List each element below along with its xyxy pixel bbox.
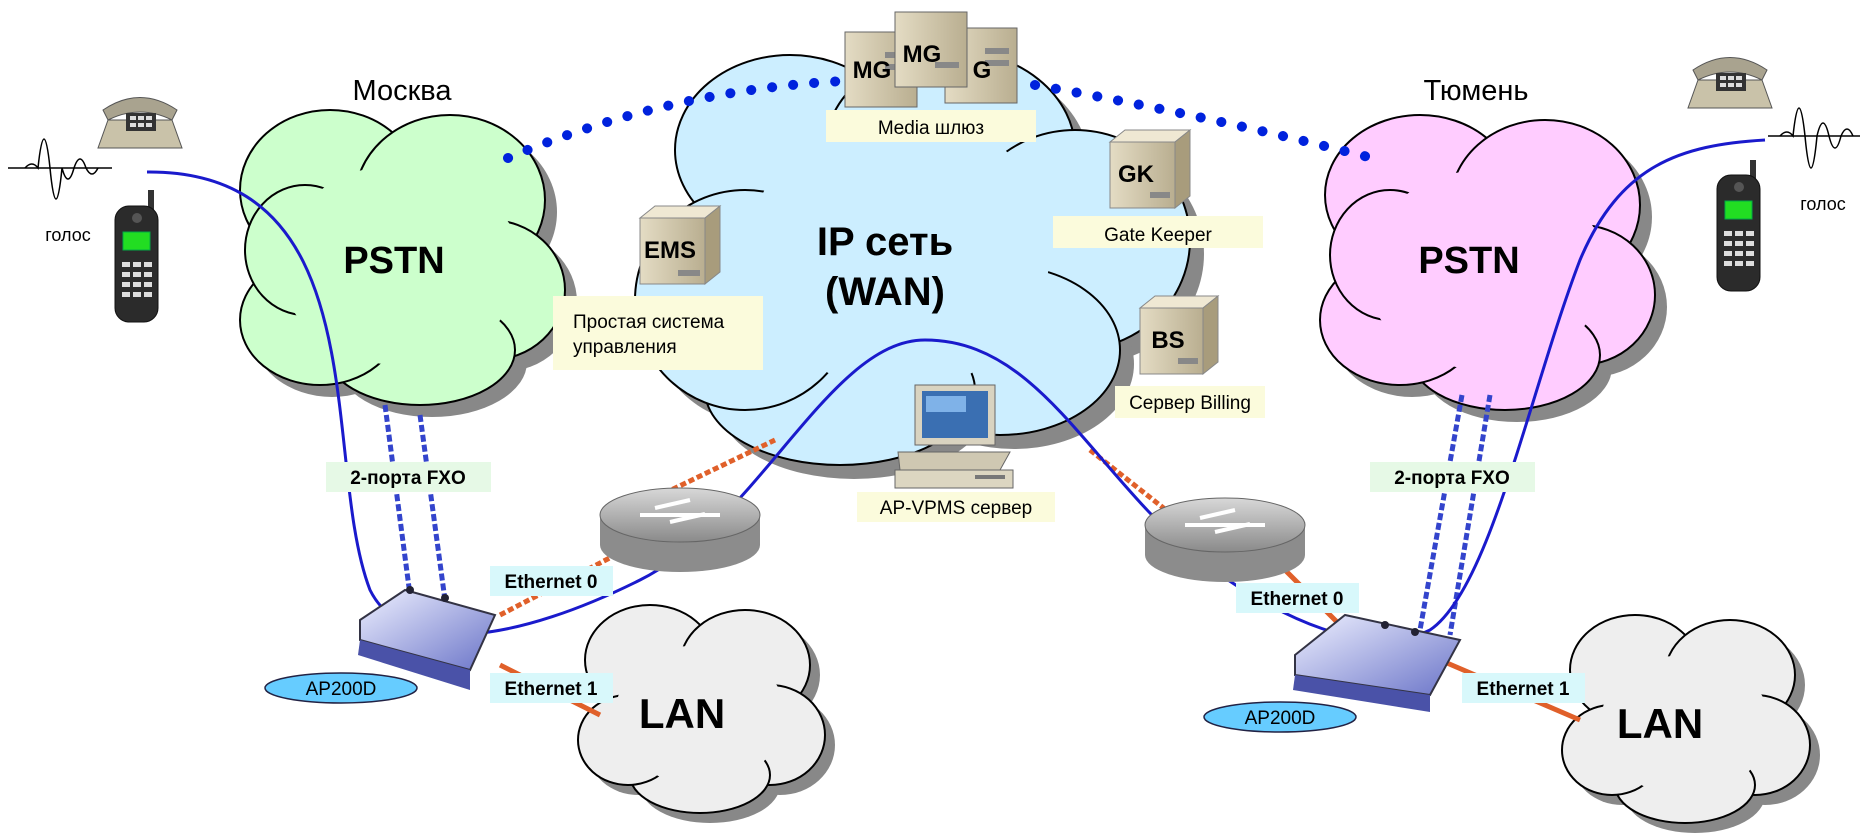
ethernet0-left-label: Ethernet 0: [505, 572, 598, 593]
router-right: [1144, 497, 1306, 582]
fxo-trunks-right: [1417, 394, 1493, 636]
mg-front-label: MG: [853, 57, 892, 84]
ethernet0-right-label: Ethernet 0: [1251, 589, 1344, 610]
desk-phone-left: [97, 97, 183, 149]
signalling-dotted-right: [1030, 80, 1377, 163]
pstn-left-label: PSTN: [343, 240, 444, 282]
link-ap-left-router-left: [498, 547, 627, 618]
mg-back-label: MG: [903, 41, 942, 68]
mobile-phone-right: [1716, 160, 1761, 292]
ems-server: EMS: [638, 204, 722, 286]
ems-label: EMS: [644, 237, 696, 264]
city-label-tyumen: Тюмень: [1423, 75, 1528, 107]
mobile-phone-left: [114, 190, 159, 323]
link-router-left-wan: [638, 437, 777, 508]
ethernet1-right-label: Ethernet 1: [1477, 679, 1570, 700]
pstn-cloud-left: [239, 109, 577, 417]
router-left: [599, 487, 761, 572]
ap200d-right-label: AP200D: [1245, 708, 1316, 729]
voice-right-label: голос: [1800, 194, 1846, 214]
pstn-cloud-right: [1319, 114, 1667, 422]
voice-waveform-right: [1768, 107, 1860, 169]
lan-cloud-right: [1561, 614, 1820, 833]
media-gateway-servers: MG MG G: [844, 11, 1018, 108]
mg-rear-label: G: [973, 57, 992, 84]
fxo-left-label: 2-порта FXO: [350, 468, 466, 489]
label-backgrounds: [264, 110, 1585, 733]
gatekeeper-label: Gate Keeper: [1104, 225, 1212, 246]
ap200d-left-label: AP200D: [306, 679, 377, 700]
gk-server: GK: [1108, 128, 1192, 210]
bs-server: BS: [1138, 294, 1220, 376]
ems-description-line2: управления: [573, 337, 677, 358]
ap200d-device-right[interactable]: [1293, 613, 1462, 712]
city-label-moscow: Москва: [352, 75, 452, 107]
ip-network-label-line1: IP сеть: [817, 220, 953, 264]
desk-phone-right: [1687, 57, 1773, 109]
lan-left-label: LAN: [639, 690, 725, 737]
signalling-dotted-left: [503, 75, 875, 163]
ethernet1-left-label: Ethernet 1: [505, 679, 598, 700]
fxo-right-label: 2-порта FXO: [1394, 468, 1510, 489]
pstn-right-label: PSTN: [1418, 240, 1519, 282]
gk-label: GK: [1118, 161, 1155, 188]
media-gateway-label: Media шлюз: [878, 118, 984, 139]
bs-label: BS: [1151, 327, 1184, 354]
fxo-trunks-left: [382, 404, 448, 601]
ap200d-device-left[interactable]: [358, 586, 497, 690]
ip-network-label-line2: (WAN): [825, 270, 945, 314]
voice-path: [146, 138, 1766, 642]
vpms-server-label: AP-VPMS сервер: [880, 498, 1032, 519]
voice-waveform-left: [8, 138, 112, 200]
vpms-computer: [894, 384, 1014, 489]
lan-right-label: LAN: [1617, 700, 1703, 747]
billing-server-label: Сервер Billing: [1129, 393, 1251, 414]
ems-description-line1: Простая система: [573, 312, 725, 333]
voice-left-label: голос: [45, 225, 91, 245]
lan-cloud-left: [577, 604, 835, 823]
